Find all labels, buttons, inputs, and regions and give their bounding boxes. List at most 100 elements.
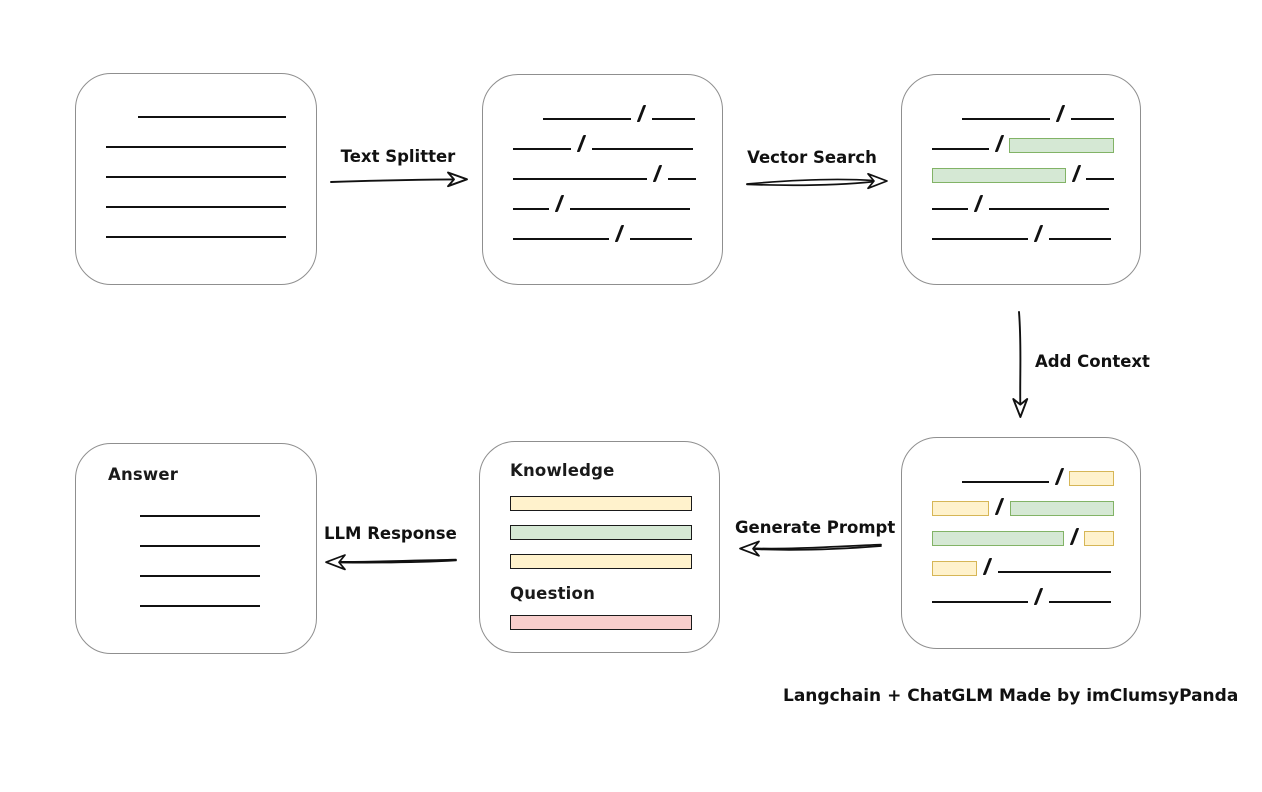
llm-response-arrow	[325, 554, 457, 571]
text-line	[513, 208, 549, 210]
slash-separator	[554, 195, 564, 212]
text-line	[513, 178, 647, 180]
chunk-row	[932, 456, 1114, 486]
text-line	[961, 481, 1049, 483]
slash-separator	[614, 225, 624, 242]
chunk-row	[106, 181, 288, 211]
text-line	[651, 118, 695, 120]
chunk-row	[932, 123, 1114, 153]
chunk-row	[140, 520, 260, 550]
chunk-row	[513, 123, 696, 153]
text-line	[932, 208, 968, 210]
text-line	[932, 601, 1028, 603]
text-line	[140, 545, 260, 547]
text-line	[1048, 601, 1111, 603]
chunk-row	[106, 91, 288, 121]
chunk-row	[932, 516, 1114, 546]
split-chunks-lines	[483, 75, 722, 243]
text-line	[667, 178, 696, 180]
text-line	[513, 238, 609, 240]
chunk-row	[932, 153, 1114, 183]
slash-separator	[1071, 165, 1081, 182]
chunk-row	[106, 211, 288, 241]
text-line	[997, 571, 1111, 573]
slash-separator	[1055, 105, 1065, 122]
text-line	[106, 206, 286, 208]
add-context-label: Add Context	[1035, 352, 1150, 371]
chunk-row	[106, 151, 288, 181]
text-line	[106, 146, 286, 148]
text-line	[1070, 118, 1114, 120]
chunk-row	[513, 183, 696, 213]
yellow-highlight-chip	[932, 501, 990, 516]
green-highlight-chip	[1010, 501, 1114, 516]
vector-search-arrow	[746, 172, 888, 190]
text-line	[140, 575, 260, 577]
slash-separator	[652, 165, 662, 182]
yellow-highlight-chip	[932, 561, 977, 576]
matched-chunks-box	[901, 74, 1141, 285]
chunk-row	[513, 153, 696, 183]
chunk-row	[932, 93, 1114, 123]
text-line	[140, 515, 260, 517]
text-line	[106, 236, 286, 238]
matched-chunks-lines	[902, 75, 1140, 243]
text-line	[140, 605, 260, 607]
text-line	[988, 208, 1109, 210]
question-label: Question	[510, 584, 596, 603]
add-context-arrow	[1012, 311, 1029, 418]
answer-lines	[108, 486, 288, 610]
llm-response-label: LLM Response	[324, 524, 457, 543]
slash-separator	[982, 558, 992, 575]
text-line	[1048, 238, 1111, 240]
yellow-chip	[510, 554, 692, 569]
yellow-highlight-chip	[1084, 531, 1114, 546]
generate-prompt-arrow	[739, 540, 882, 557]
yellow-chip	[510, 496, 692, 511]
answer-box: Answer	[75, 443, 317, 654]
chunk-row	[932, 576, 1114, 606]
knowledge-label: Knowledge	[510, 461, 615, 480]
question-chips	[510, 615, 692, 630]
green-highlight-chip	[932, 531, 1064, 546]
text-line	[629, 238, 692, 240]
text-splitter-arrow	[330, 171, 468, 188]
chunk-row	[932, 183, 1114, 213]
text-line	[1086, 178, 1114, 180]
chunk-row	[140, 550, 260, 580]
source-document-box	[75, 73, 317, 285]
slash-separator	[995, 498, 1005, 515]
chunk-row	[140, 580, 260, 610]
text-line	[138, 116, 286, 118]
green-highlight-chip	[932, 168, 1066, 183]
text-splitter-label: Text Splitter	[340, 147, 456, 166]
slash-separator	[994, 135, 1004, 152]
slash-separator	[1069, 528, 1079, 545]
knowledge-chips	[510, 496, 692, 569]
credit-caption: Langchain + ChatGLM Made by imClumsyPand…	[783, 686, 1239, 706]
slash-separator	[1054, 468, 1064, 485]
text-line	[932, 238, 1028, 240]
chunk-row	[140, 490, 260, 520]
chunk-row	[513, 213, 696, 243]
text-line	[513, 148, 571, 150]
green-chip	[510, 525, 692, 540]
chunk-row	[932, 486, 1114, 516]
chunk-row	[513, 93, 696, 123]
slash-separator	[1033, 588, 1043, 605]
chunk-row	[106, 121, 288, 151]
text-line	[962, 118, 1050, 120]
red-chip	[510, 615, 692, 630]
context-chunks-lines	[902, 438, 1140, 606]
text-line	[932, 148, 989, 150]
green-highlight-chip	[1009, 138, 1114, 153]
context-chunks-box	[901, 437, 1141, 649]
chunk-row	[932, 213, 1114, 243]
text-line	[543, 118, 631, 120]
text-line	[591, 148, 693, 150]
slash-separator	[973, 195, 983, 212]
answer-label: Answer	[108, 465, 179, 484]
split-chunks-box	[482, 74, 723, 285]
prompt-box: Knowledge Question	[479, 441, 720, 653]
source-document-lines	[76, 74, 316, 241]
